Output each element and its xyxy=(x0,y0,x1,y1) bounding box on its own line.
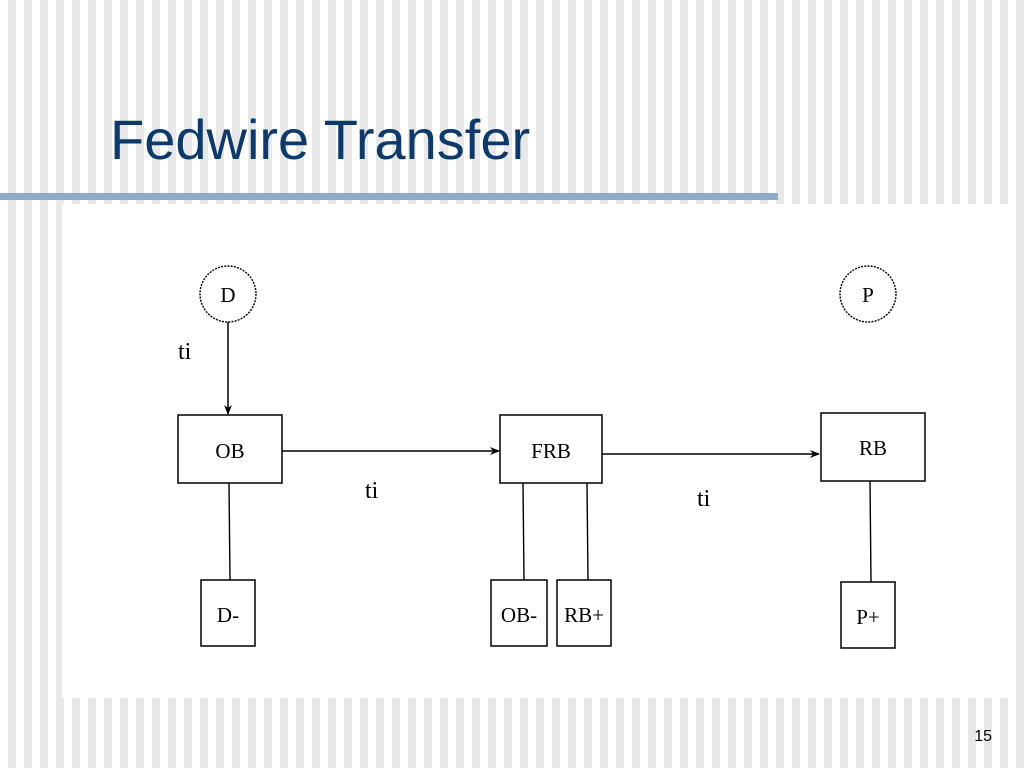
node-frb: FRB xyxy=(499,414,603,484)
line-frb-to-rb-plus xyxy=(586,482,589,581)
edge-label-frb-to-rb: ti xyxy=(697,486,711,512)
line-frb-to-ob-minus xyxy=(522,482,525,581)
node-p-label: P xyxy=(862,283,874,307)
node-p: P xyxy=(839,265,897,323)
edge-label-d-to-ob: ti xyxy=(178,339,192,365)
node-d-minus: D- xyxy=(200,579,256,647)
node-rb-plus: RB+ xyxy=(556,579,612,647)
node-rb-plus-label: RB+ xyxy=(564,603,604,627)
node-d-minus-label: D- xyxy=(217,603,239,627)
line-ob-to-d-minus xyxy=(228,482,231,581)
node-rb-label: RB xyxy=(859,436,887,460)
node-ob: OB xyxy=(177,414,283,484)
slide-title: Fedwire Transfer xyxy=(110,108,531,171)
node-ob-minus: OB- xyxy=(490,579,548,647)
node-p-plus: P+ xyxy=(840,581,896,649)
node-ob-label: OB xyxy=(215,439,244,463)
node-rb: RB xyxy=(820,412,926,482)
node-p-plus-label: P+ xyxy=(856,605,880,629)
diagram-panel: D P OB FRB RB D- OB- RB+ xyxy=(62,204,1012,698)
line-rb-to-p-plus xyxy=(869,480,872,583)
node-d-label: D xyxy=(220,283,235,307)
transfer-diagram: D P OB FRB RB D- OB- RB+ xyxy=(177,265,926,649)
node-ob-minus-label: OB- xyxy=(501,603,537,627)
node-frb-label: FRB xyxy=(531,439,571,463)
title-divider xyxy=(0,193,778,200)
node-d: D xyxy=(199,265,257,323)
page-number: 15 xyxy=(974,728,992,745)
edge-label-ob-to-frb: ti xyxy=(365,478,379,504)
